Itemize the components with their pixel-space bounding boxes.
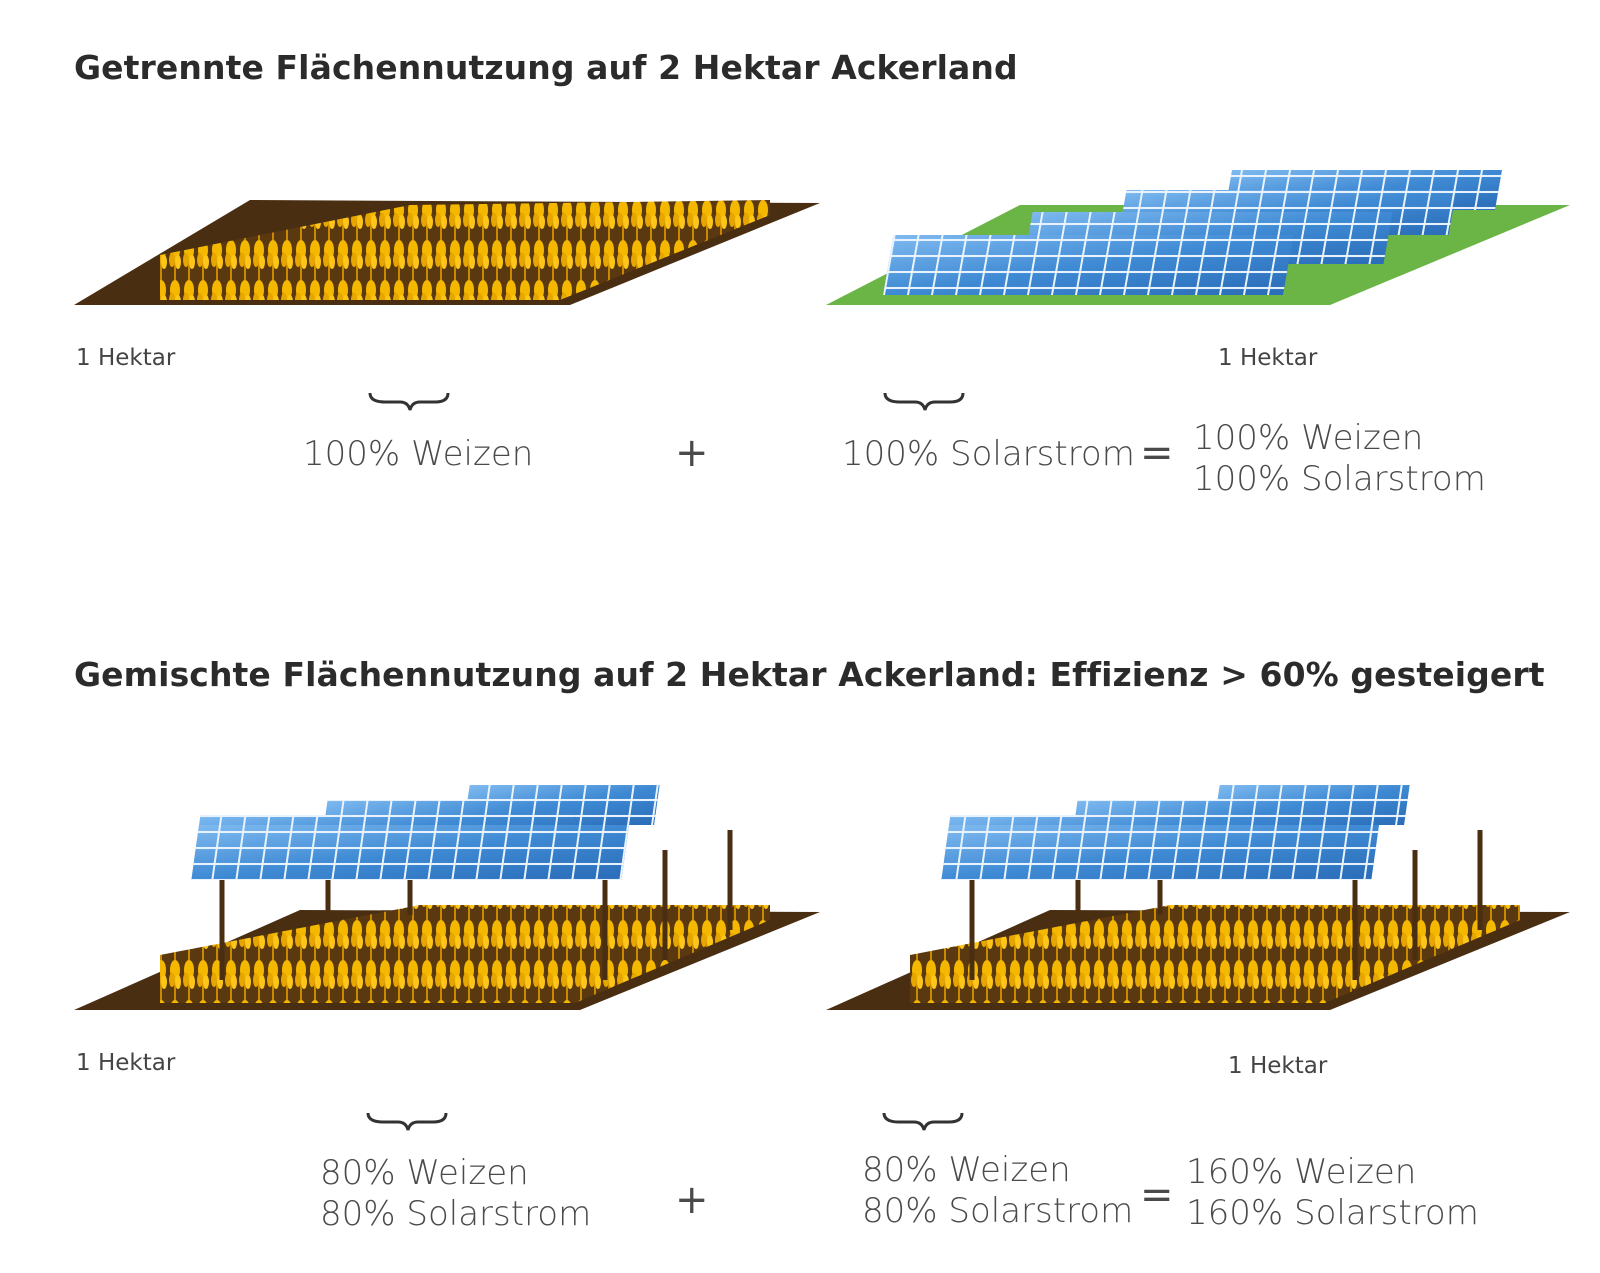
equals-sign-bottom: = [1140,1172,1174,1218]
result-bottom-line2: 160% Solarstrom [1186,1193,1479,1233]
section-title-mixed: Gemischte Flächennutzung auf 2 Hektar Ac… [74,655,1545,694]
hectare-label-top-right: 1 Hektar [1218,345,1318,371]
hectare-label-bottom-right: 1 Hektar [1228,1053,1328,1079]
value-wheat-top: 100% Weizen [303,434,534,474]
brace-icons [366,392,965,1131]
result-top-line2: 100% Solarstrom [1193,459,1486,499]
plus-sign-top: + [675,430,709,476]
value-left-line1: 80% Weizen [320,1153,529,1193]
agrivoltaic-field-bottom-right [826,785,1570,1010]
solar-field-top-right [826,170,1570,305]
value-right-line2: 80% Solarstrom [862,1191,1134,1231]
value-solar-top: 100% Solarstrom [842,434,1135,474]
wheat-field-top-left [74,200,820,305]
agrivoltaic-field-bottom-left [74,785,820,1010]
hectare-label-top-left: 1 Hektar [76,345,176,371]
equals-sign-top: = [1140,430,1174,476]
hectare-label-bottom-left: 1 Hektar [76,1050,176,1076]
result-bottom-line1: 160% Weizen [1186,1152,1417,1192]
value-left-line2: 80% Solarstrom [320,1194,592,1234]
value-right-line1: 80% Weizen [862,1150,1071,1190]
section-title-separate: Getrennte Flächennutzung auf 2 Hektar Ac… [74,48,1018,87]
plus-sign-bottom: + [675,1177,709,1223]
result-top-line1: 100% Weizen [1193,418,1424,458]
